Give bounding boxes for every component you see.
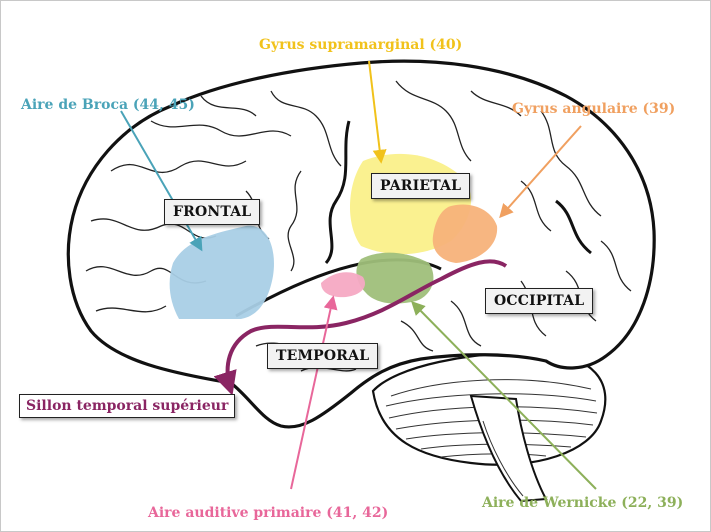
auditory-callout: Aire auditive primaire (41, 42)	[148, 505, 388, 521]
temporal-label: TEMPORAL	[267, 343, 378, 369]
frontal-label: FRONTAL	[164, 199, 260, 225]
supramarginal-callout: Gyrus supramarginal (40)	[259, 37, 462, 53]
angular-callout: Gyrus angulaire (39)	[512, 101, 675, 117]
parietal-label: PARIETAL	[371, 173, 470, 199]
cerebellum	[373, 353, 605, 501]
broca-callout: Aire de Broca (44, 45)	[21, 97, 195, 113]
wernicke-callout: Aire de Wernicke (22, 39)	[482, 495, 683, 511]
occipital-label: OCCIPITAL	[485, 288, 593, 314]
sulcus-callout: Sillon temporal supérieur	[19, 394, 235, 418]
